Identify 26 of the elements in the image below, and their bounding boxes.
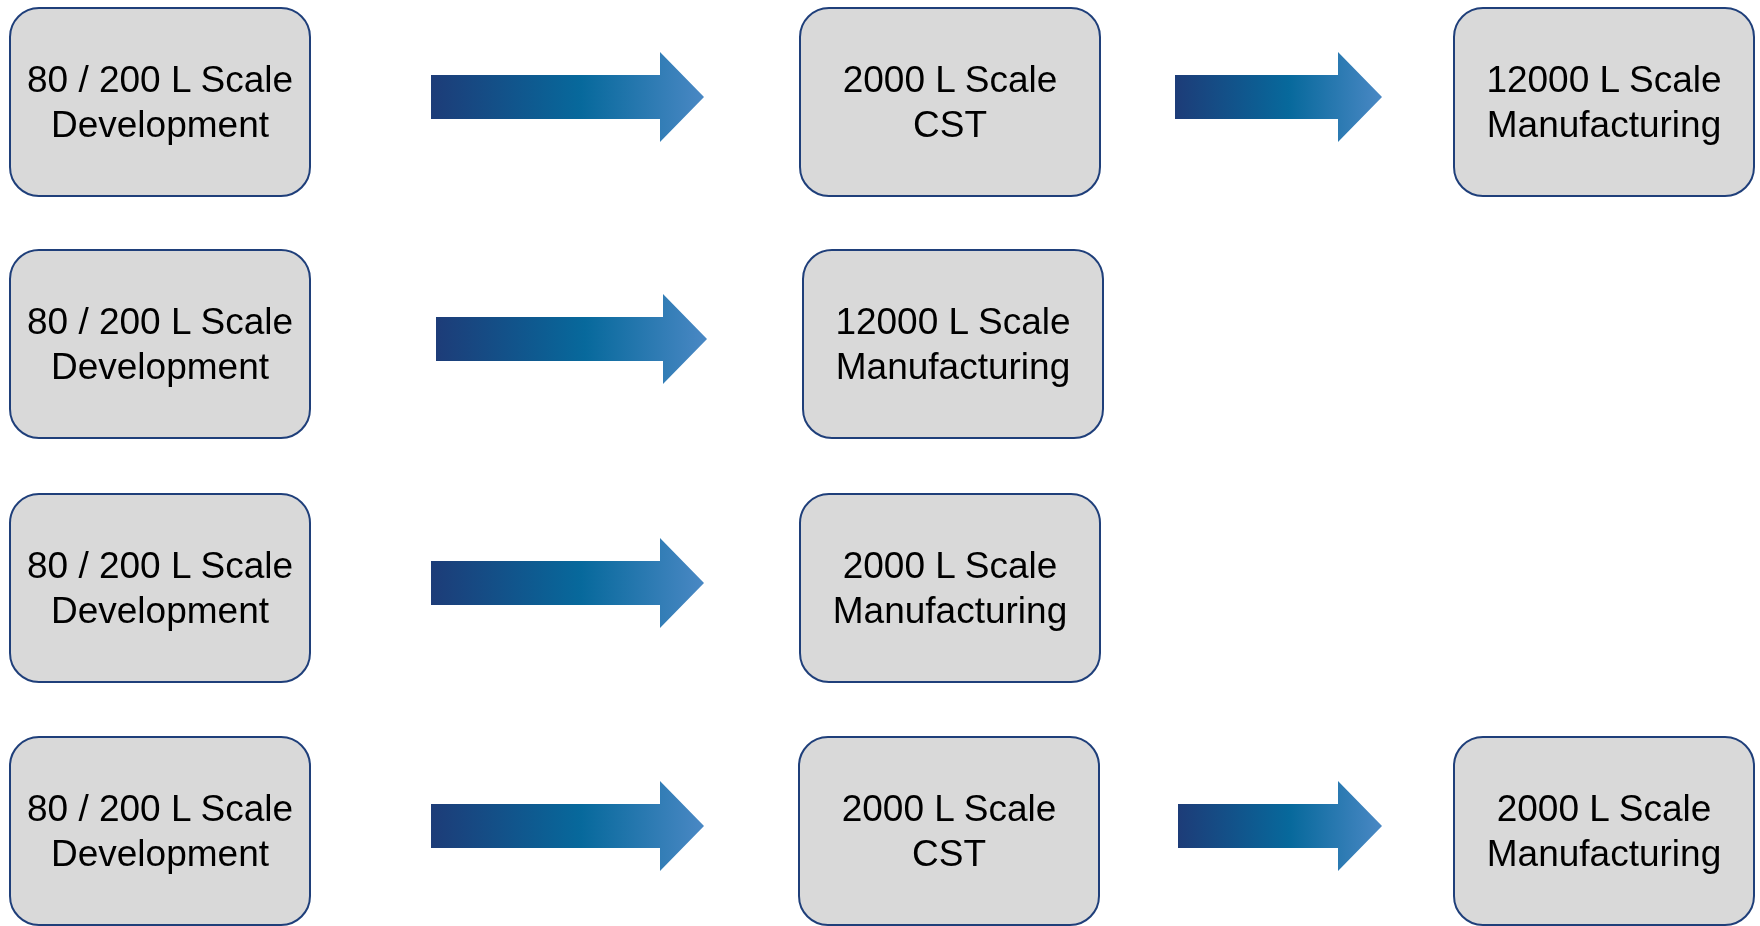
process-box	[802, 249, 1104, 439]
process-box	[799, 493, 1101, 683]
block-arrow	[431, 781, 704, 871]
process-box	[1453, 736, 1755, 926]
process-box	[799, 7, 1101, 197]
box-label: 2000 L Scale CST	[840, 787, 1058, 876]
process-box	[798, 736, 1100, 926]
box-label: 80 / 200 L Scale Development	[25, 58, 294, 147]
process-box	[9, 7, 311, 197]
block-arrow	[1178, 781, 1382, 871]
box-label: 2000 L Scale CST	[841, 58, 1059, 147]
block-arrow	[431, 52, 704, 142]
process-box	[1453, 7, 1755, 197]
box-label: 80 / 200 L Scale Development	[25, 544, 294, 633]
box-label: 2000 L Scale Manufacturing	[1485, 787, 1723, 876]
process-box	[9, 493, 311, 683]
process-box	[9, 249, 311, 439]
block-arrow	[431, 538, 704, 628]
block-arrow	[1175, 52, 1382, 142]
box-label: 80 / 200 L Scale Development	[25, 787, 294, 876]
box-label: 12000 L Scale Manufacturing	[834, 300, 1072, 389]
process-box	[9, 736, 311, 926]
box-label: 80 / 200 L Scale Development	[25, 300, 294, 389]
block-arrow	[436, 294, 707, 384]
box-label: 2000 L Scale Manufacturing	[831, 544, 1069, 633]
box-label: 12000 L Scale Manufacturing	[1485, 58, 1723, 147]
